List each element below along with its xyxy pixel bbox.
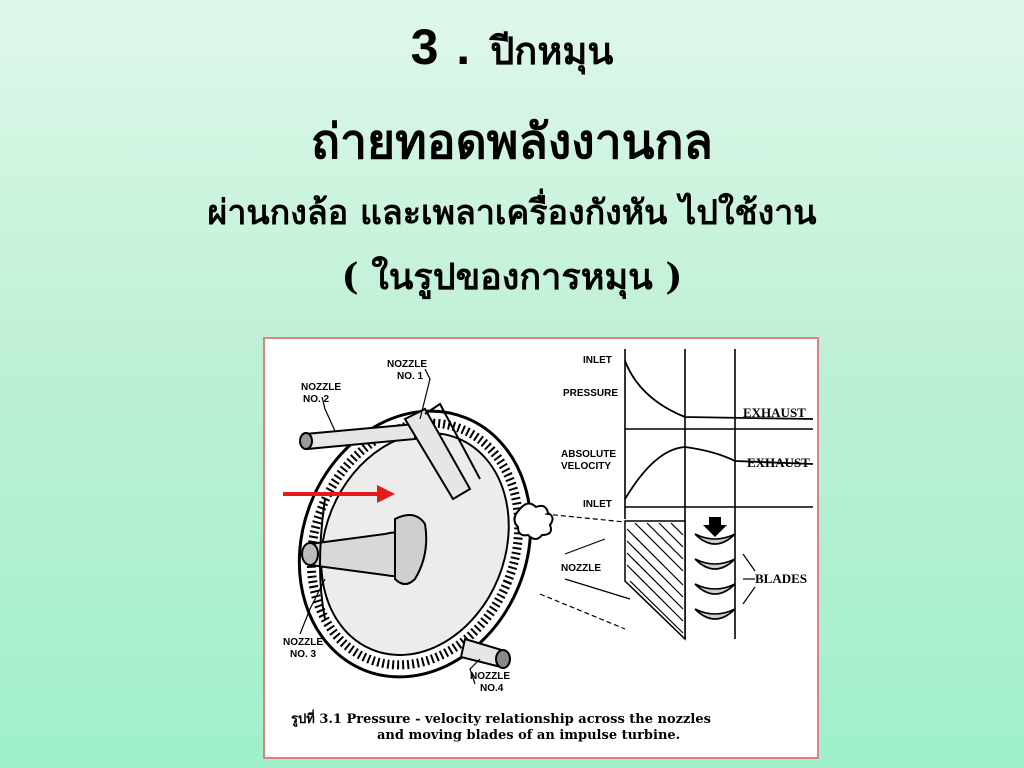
label-nozzle-3b: NO. 3 — [290, 649, 317, 660]
label-nozzle-1b: NO. 1 — [397, 371, 424, 382]
turbine-figure: NOZZLE NO. 1 NOZZLE NO. 2 NOZZLE NO. 3 N… — [263, 337, 819, 759]
label-nozzle-side: NOZZLE — [561, 563, 601, 574]
label-nozzle-1a: NOZZLE — [387, 359, 427, 370]
slide-heading: 3 . ปีกหมุน — [0, 18, 1024, 81]
figure-caption-line2: and moving blades of an impulse turbine. — [377, 728, 680, 743]
label-nozzle-2b: NO. 2 — [303, 394, 330, 405]
label-exhaust-2: EXHAUST — [747, 455, 810, 470]
leader-lines — [299, 368, 631, 685]
figure-caption-line1: รูปที่ 3.1 Pressure - velocity relations… — [291, 709, 711, 727]
label-blades: BLADES — [755, 571, 807, 586]
turbine-diagram: NOZZLE NO. 1 NOZZLE NO. 2 NOZZLE NO. 3 N… — [283, 349, 814, 743]
label-nozzle-4b: NO.4 — [480, 683, 504, 694]
section-number: 3 . — [410, 19, 473, 75]
label-nozzle-3a: NOZZLE — [283, 637, 323, 648]
section-heading: ปีกหมุน — [490, 28, 614, 73]
nozzle-pipes — [299, 402, 511, 669]
label-absolute: ABSOLUTE — [561, 449, 616, 460]
label-inlet-bottom: INLET — [583, 499, 612, 510]
nozzle-blade-section — [624, 517, 756, 641]
red-arrow-icon — [283, 485, 395, 503]
label-exhaust-1: EXHAUST — [743, 405, 806, 420]
slide-note: ( ในรูปของการหมุน ) — [341, 256, 683, 298]
pressure-velocity-graph — [624, 349, 814, 639]
flow-arrow-icon — [703, 517, 727, 537]
label-inlet-top: INLET — [583, 355, 612, 366]
label-pressure: PRESSURE — [563, 388, 618, 399]
slide-title: ถ่ายทอดพลังงานกล — [311, 114, 713, 170]
label-nozzle-2a: NOZZLE — [301, 382, 341, 393]
label-velocity: VELOCITY — [561, 461, 611, 472]
label-nozzle-4a: NOZZLE — [470, 671, 510, 682]
slide-subtitle: ผ่านกงล้อ และเพลาเครื่องกังหัน ไปใช้งาน — [207, 193, 817, 233]
